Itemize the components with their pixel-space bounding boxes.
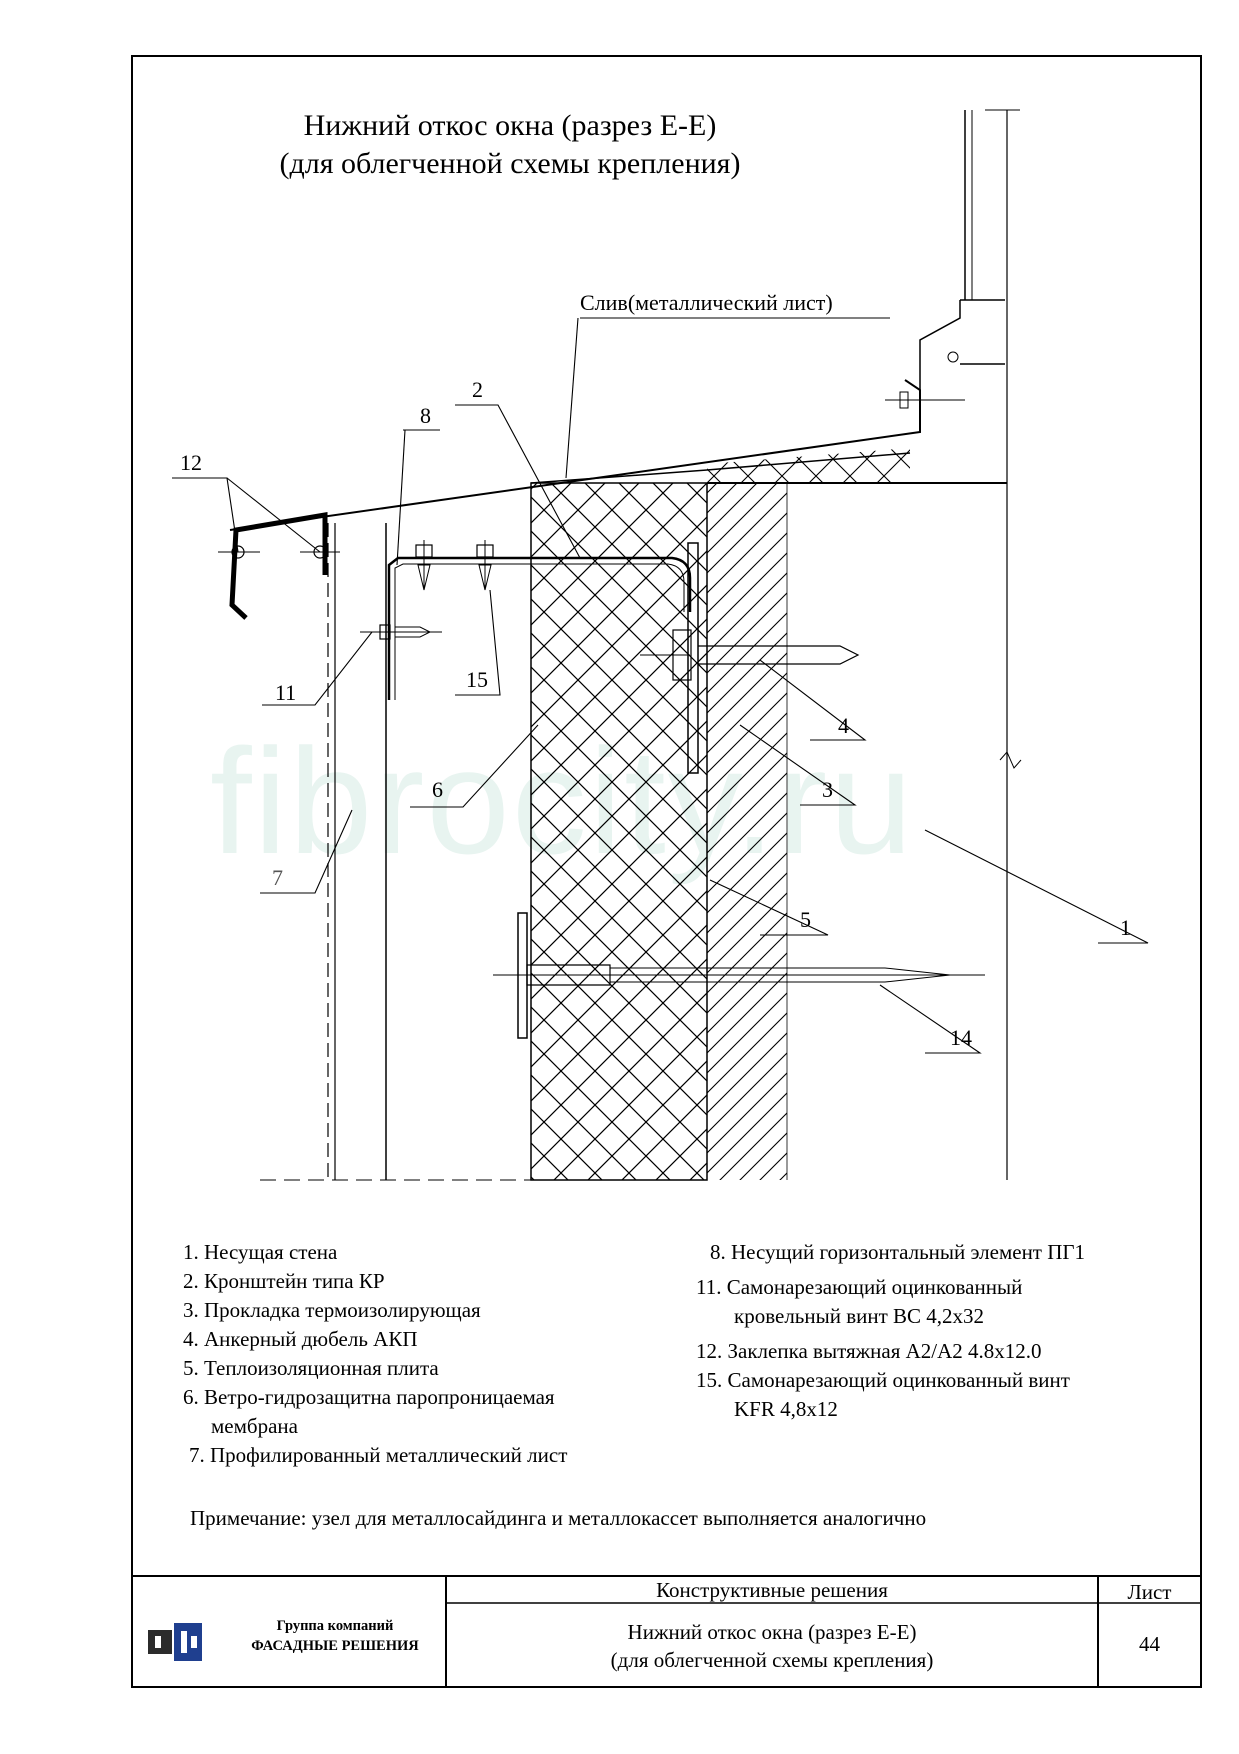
callout-15: 15: [466, 667, 488, 692]
sheet-frame: [131, 55, 1202, 1688]
legend-item: 12. Заклепка вытяжная А2/А2 4.8х12.0: [696, 1339, 1042, 1363]
legend-item: 1. Несущая стена: [183, 1240, 338, 1264]
legend-item: мембрана: [211, 1414, 298, 1438]
callout-5: 5: [800, 907, 811, 932]
legend-item: 6. Ветро-гидрозащитна паропроницаемая: [183, 1385, 555, 1409]
callout-7: 7: [272, 865, 283, 890]
legend-item: 11. Самонарезающий оцинкованный: [696, 1275, 1023, 1299]
legend-item: кровельный винт ВС 4,2х32: [734, 1304, 985, 1328]
callout-1: 1: [1120, 915, 1131, 940]
callout-3: 3: [822, 777, 833, 802]
legend-item: 2. Кронштейн типа КР: [183, 1269, 385, 1293]
callout-14: 14: [950, 1025, 972, 1050]
callout-4: 4: [838, 713, 849, 738]
legend-item: 4. Анкерный дюбель АКП: [183, 1327, 418, 1351]
legend-item: 7. Профилированный металлический лист: [189, 1443, 568, 1467]
note: Примечание: узел для металлосайдинга и м…: [190, 1506, 927, 1530]
callout-8: 8: [420, 403, 431, 428]
legend-right: 8. Несущий горизонтальный элемент ПГ1 11…: [696, 1238, 1086, 1424]
section-name: Конструктивные решения: [656, 1578, 888, 1602]
legend-item: KFR 4,8х12: [734, 1397, 838, 1421]
sheet-number: 44: [1139, 1632, 1160, 1656]
leaders: [172, 317, 1149, 1054]
edge-profile: [218, 512, 340, 620]
block-title-line2: (для облегченной схемы крепления): [610, 1648, 934, 1672]
callout-11: 11: [275, 680, 296, 705]
callout-6: 6: [432, 777, 443, 802]
insulation-dowel: [493, 912, 985, 1039]
callout-drip: Слив(металлический лист): [580, 290, 833, 315]
drip-sheet: [229, 109, 1020, 531]
drawing-title-line2: (для облегченной схемы крепления): [279, 147, 741, 180]
company-name-line2: ФАСАДНЫЕ РЕШЕНИЯ: [251, 1638, 419, 1654]
legend-item: 15. Самонарезающий оцинкованный винт: [696, 1368, 1070, 1392]
drawing-title-line1: Нижний откос окна (разрез Е-Е): [303, 109, 717, 142]
bearing-wall: [707, 482, 1022, 1180]
legend-item: 5. Теплоизоляционная плита: [183, 1356, 439, 1380]
block-title-line1: Нижний откос окна (разрез Е-Е): [627, 1620, 917, 1644]
bracket-assembly: [360, 540, 860, 774]
callout-2: 2: [472, 377, 483, 402]
company-logo: [148, 1623, 202, 1661]
sheet-label: Лист: [1127, 1580, 1172, 1604]
legend-left: 1. Несущая стена 2. Кронштейн типа КР 3.…: [183, 1238, 567, 1470]
callout-12: 12: [180, 450, 202, 475]
legend-item: 8. Несущий горизонтальный элемент ПГ1: [710, 1240, 1086, 1264]
insulation-slab: [530, 448, 911, 1181]
legend-item: 3. Прокладка термоизолирующая: [183, 1298, 481, 1322]
company-name-line1: Группа компаний: [276, 1618, 394, 1634]
